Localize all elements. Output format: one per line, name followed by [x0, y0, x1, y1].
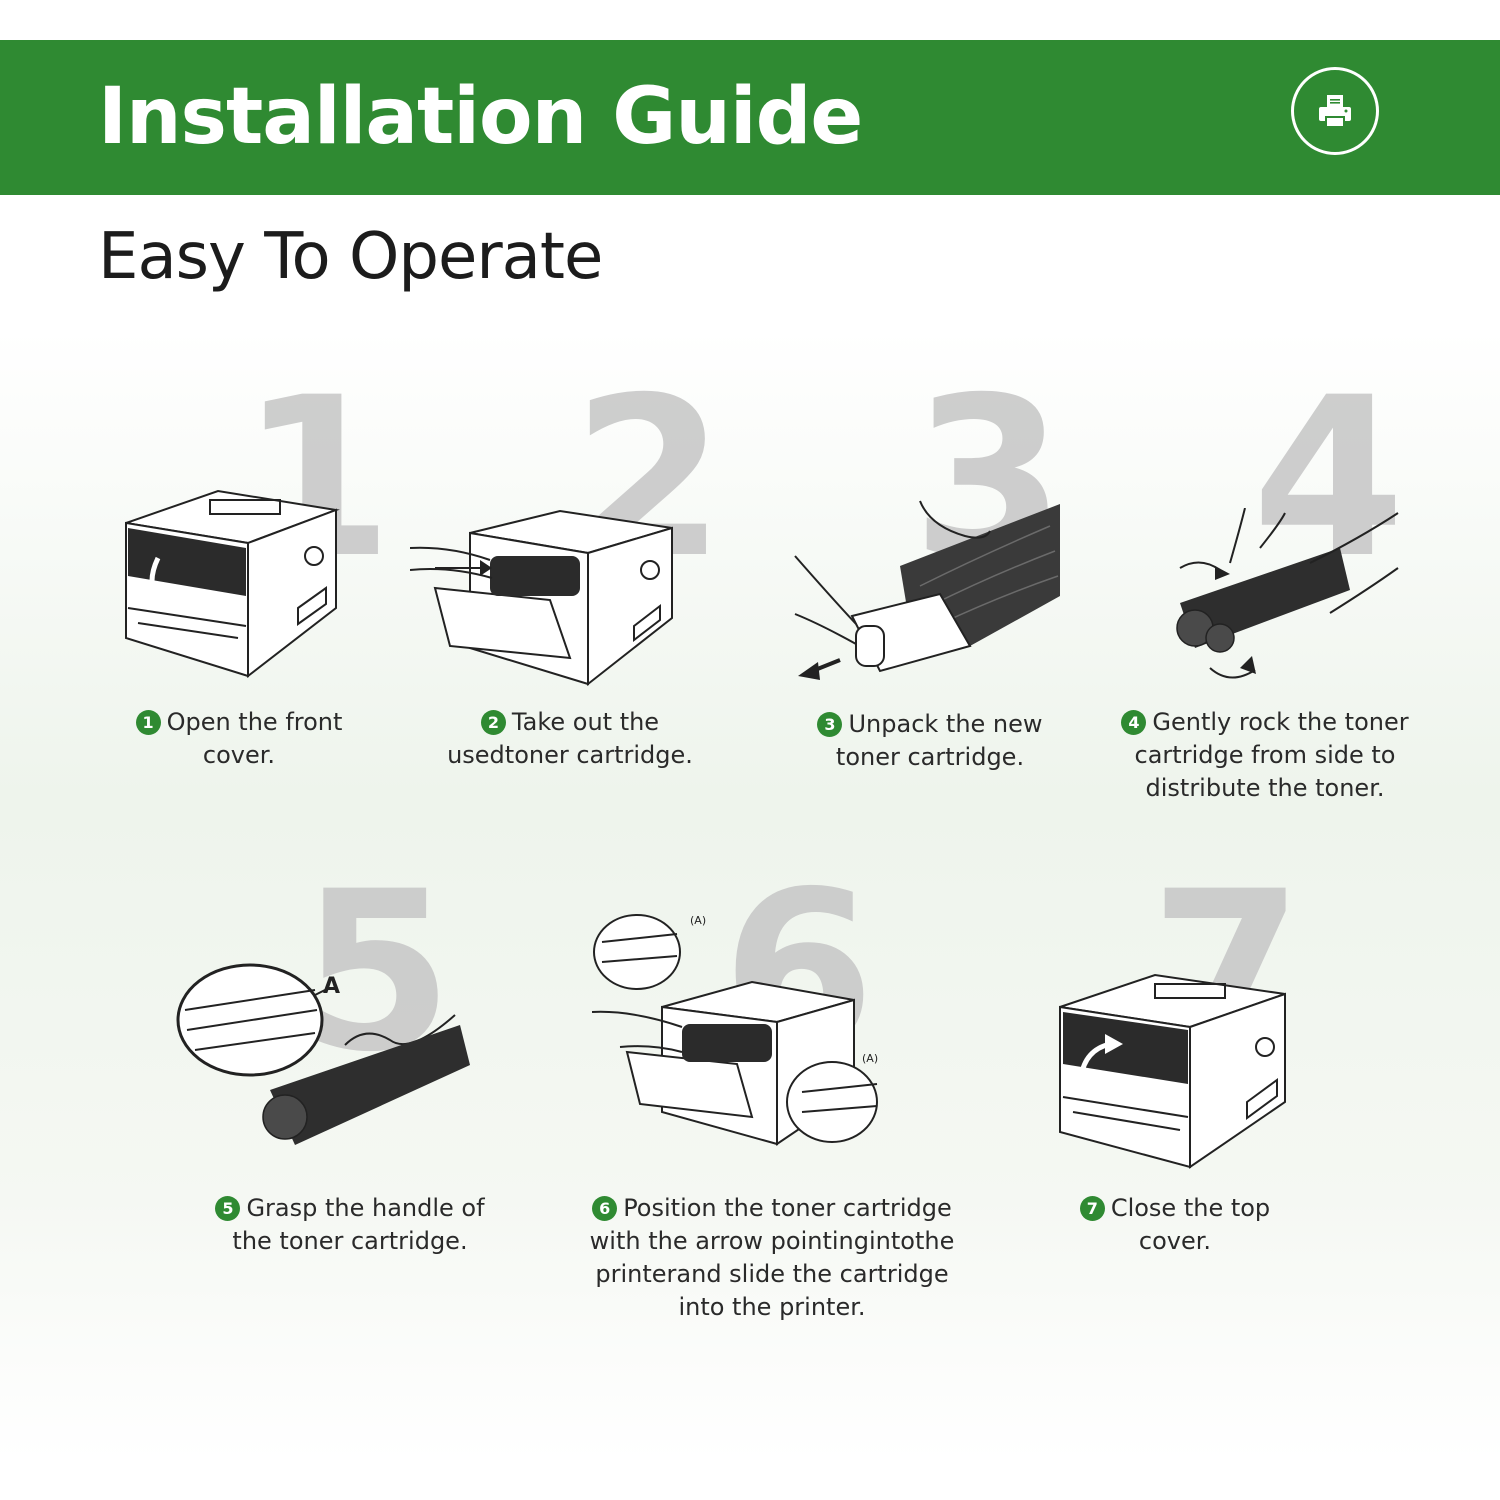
step-badge-2: 2 [480, 710, 506, 735]
unpack-cartridge-illustration [794, 500, 1060, 680]
section-subtitle: Easy To Operate [98, 220, 603, 294]
step-number-4: 4 [1252, 350, 1406, 606]
header-banner [0, 40, 1500, 195]
callout-label-a-top: (A) [690, 914, 706, 927]
printer-open-front-cover-illustration [125, 489, 340, 679]
printer-icon [1319, 95, 1351, 128]
step-badge-3: 3 [817, 712, 843, 737]
page-title: Installation Guide [98, 72, 863, 162]
printer-remove-cartridge-illustration [410, 509, 673, 687]
rock-cartridge-illustration [1176, 508, 1399, 679]
insert-cartridge-illustration: (A) (A) [592, 914, 878, 1146]
step-badge-7: 7 [1079, 1196, 1105, 1221]
grasp-handle-illustration: A [176, 963, 470, 1145]
callout-label-a: A [323, 974, 340, 999]
bottom-margin [0, 1460, 1500, 1500]
step-badge-6: 6 [592, 1196, 618, 1221]
callout-label-a-right: (A) [862, 1052, 878, 1065]
printer-close-cover-illustration [1059, 973, 1286, 1169]
printer-icon-badge [1291, 67, 1379, 155]
step-badge-4: 4 [1121, 710, 1147, 735]
step-badge-1: 1 [135, 710, 161, 735]
step-badge-5: 5 [215, 1196, 241, 1221]
